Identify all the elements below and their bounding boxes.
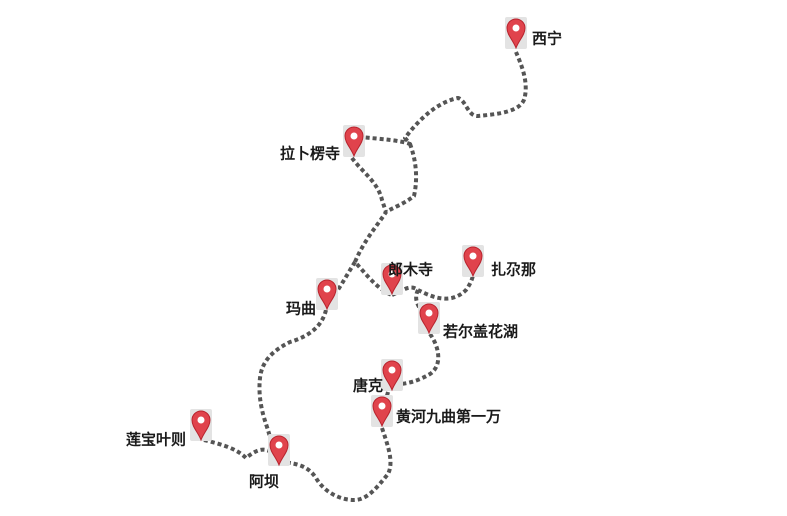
map-pin-icon <box>372 396 392 428</box>
pin-center-dot <box>350 132 358 140</box>
place-label-tangke: 唐克 <box>353 377 383 395</box>
marker-maqu[interactable]: 玛曲 <box>286 278 338 318</box>
marker-langmu[interactable]: 郎木寺 <box>381 261 433 296</box>
marker-zhaduona[interactable]: 扎尕那 <box>462 245 536 279</box>
map-pin-icon <box>419 303 439 335</box>
map-pin-icon <box>344 126 364 158</box>
marker-huanghe[interactable]: 黄河九曲第一万 <box>371 395 501 428</box>
map-pin-icon <box>191 410 211 442</box>
marker-aba[interactable]: 阿坝 <box>249 434 290 491</box>
map-pin-icon <box>382 264 402 296</box>
route-lianbao-aba <box>203 438 276 460</box>
route-ruoergai-tangke <box>397 332 441 386</box>
pin-center-dot <box>275 441 283 449</box>
map-pin-icon <box>269 435 289 467</box>
route-maqu-aba <box>257 309 328 455</box>
pin-center-dot <box>197 416 205 424</box>
pin-center-dot <box>323 285 331 293</box>
map-pin-icon <box>506 18 526 50</box>
route-lines <box>203 51 528 502</box>
marker-labuleng[interactable]: 拉卜楞寺 <box>280 125 365 163</box>
place-label-huanghe: 黄河九曲第一万 <box>396 408 501 426</box>
place-label-ruoergai: 若尔盖花湖 <box>442 323 518 341</box>
place-label-maqu: 玛曲 <box>286 300 316 318</box>
place-label-zhaduona: 扎尕那 <box>491 261 536 279</box>
pin-center-dot <box>378 402 386 410</box>
marker-ruoergai[interactable]: 若尔盖花湖 <box>418 302 518 341</box>
map-pin-icon <box>317 279 337 311</box>
map-pin-icon <box>382 360 402 392</box>
pin-center-dot <box>388 270 396 278</box>
marker-xining[interactable]: 西宁 <box>505 17 562 50</box>
pin-center-dot <box>425 309 433 317</box>
route-xining-labuleng <box>359 51 528 146</box>
place-label-aba: 阿坝 <box>249 473 279 491</box>
pin-center-dot <box>469 252 477 260</box>
pin-center-dot <box>388 366 396 374</box>
pin-center-dot <box>512 24 520 32</box>
marker-tangke[interactable]: 唐克 <box>353 359 403 395</box>
place-label-langmu: 郎木寺 <box>388 261 433 279</box>
map-pin-icon <box>463 246 483 278</box>
place-label-xining: 西宁 <box>532 30 562 48</box>
place-label-labuleng: 拉卜楞寺 <box>280 145 340 163</box>
route-labuleng-south <box>350 156 388 213</box>
marker-lianbao[interactable]: 莲宝叶则 <box>126 409 212 449</box>
place-label-lianbao: 莲宝叶则 <box>126 431 186 449</box>
route-langmu-zhaduona <box>391 269 476 301</box>
route-huanghe-aba <box>283 427 393 502</box>
